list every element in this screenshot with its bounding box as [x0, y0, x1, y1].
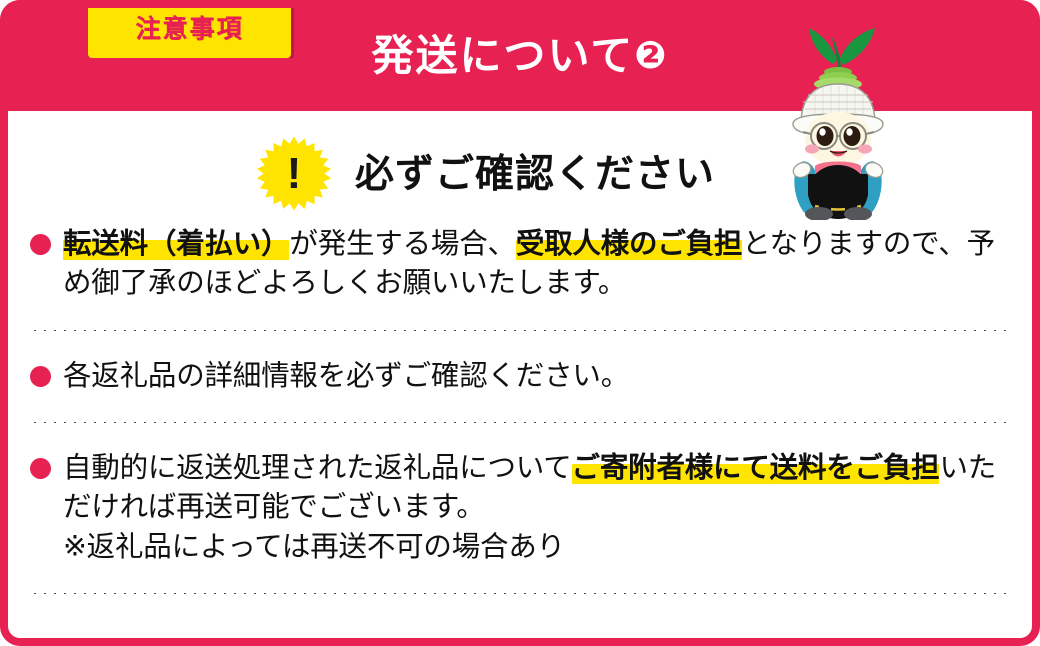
bullet-text-2: 自動的に返送処理された返礼品についてご寄附者様にて送料をご負担いただければ再送可…: [63, 451, 997, 563]
page-title: 発送について❷: [0, 32, 1040, 80]
divider-1: [30, 421, 1010, 423]
notice-tab-label: 注意事項: [135, 14, 244, 43]
list-item: 自動的に返送処理された返礼品についてご寄附者様にて送料をご負担いただければ再送可…: [8, 449, 1032, 567]
bullet-text-1: 各返礼品の詳細情報を必ずご確認ください。: [63, 359, 630, 392]
list-item: 各返礼品の詳細情報を必ずご確認ください。: [8, 357, 1032, 396]
list-item: 転送料（着払い）が発生する場合、受取人様のご負担となりますので、予め御了承のほど…: [8, 225, 1032, 304]
divider-2: [30, 592, 1010, 594]
confirm-heading-text: 必ずご確認ください: [355, 152, 716, 196]
page-title-number: ❷: [634, 35, 669, 77]
notice-bullet-list: 転送料（着払い）が発生する場合、受取人様のご負担となりますので、予め御了承のほど…: [8, 225, 1032, 594]
page-title-text: 発送について: [371, 32, 635, 79]
turnip-character-mascot-icon: [781, 14, 893, 221]
bullet-text-0: 転送料（着払い）が発生する場合、受取人様のご負担となりますので、予め御了承のほど…: [63, 228, 995, 300]
bullet-dot-icon: [30, 234, 51, 255]
divider-0: [30, 329, 1010, 331]
bullet-dot-icon: [30, 365, 51, 387]
notice-tab-badge: 注意事項: [88, 0, 291, 58]
exclamation-burst-icon: !: [255, 135, 333, 213]
confirm-heading-row: ! 必ずご確認ください: [255, 135, 715, 213]
notice-body: ! 必ずご確認ください 転送料（着払い）が発生する場合、受取人様のご負担となりま…: [8, 111, 1032, 638]
exclamation-mark-label: !: [286, 149, 302, 198]
bullet-dot-icon: [30, 457, 51, 479]
